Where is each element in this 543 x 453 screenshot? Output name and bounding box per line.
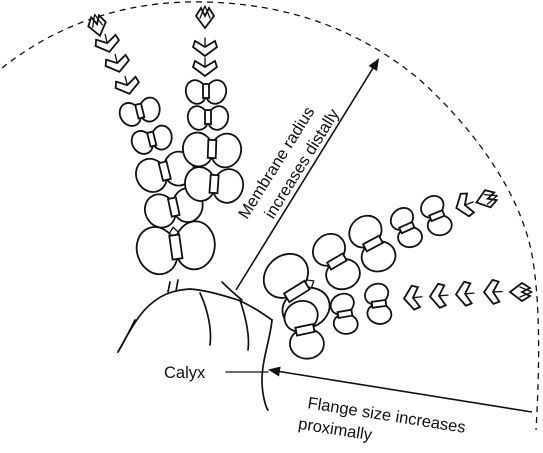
calyx [118, 280, 272, 410]
calyx-label: Calyx [164, 364, 206, 382]
middle-arm [179, 6, 248, 207]
membrane-arrow [236, 60, 378, 290]
